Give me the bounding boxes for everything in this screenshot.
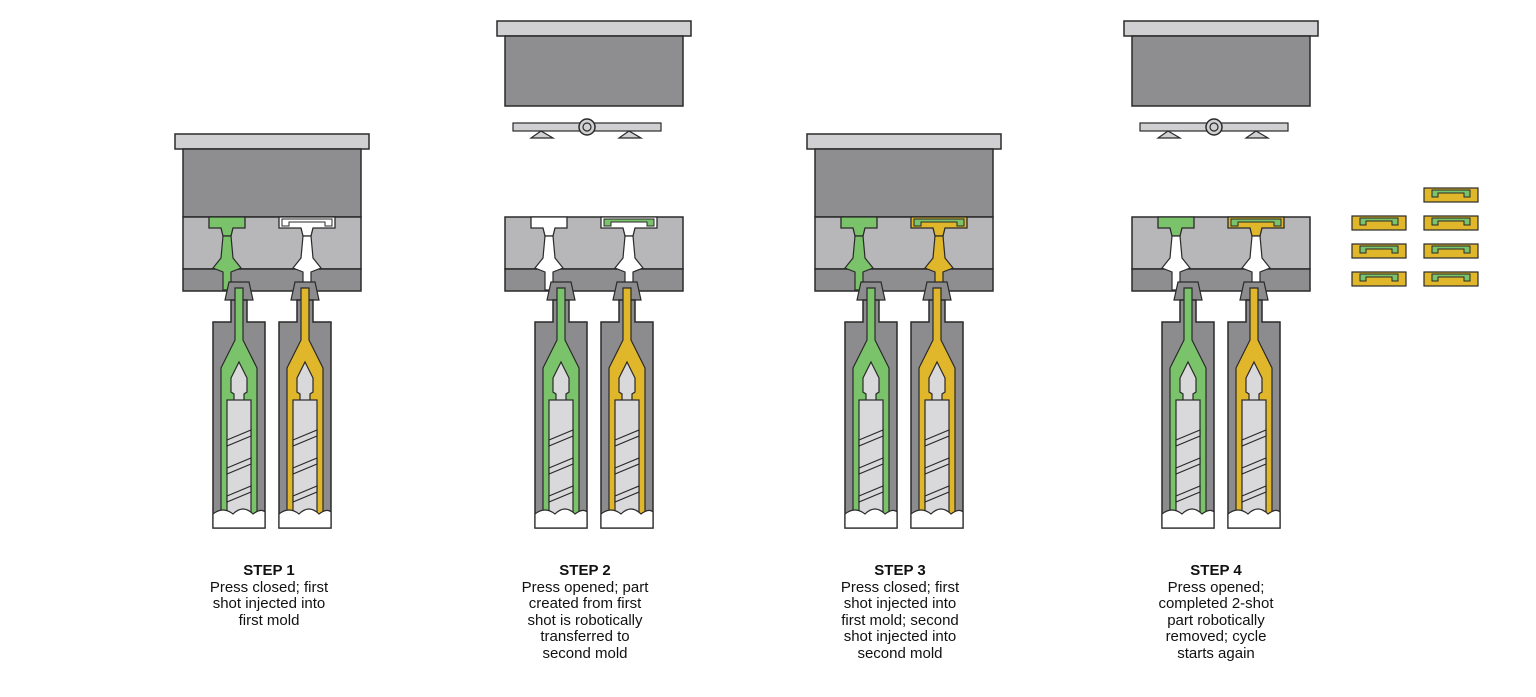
barrel-cutaway-edge: [910, 508, 964, 529]
robot-arm-pivot: [578, 118, 596, 136]
step-3-machine: [806, 133, 1002, 529]
screw-flight-1: [1175, 429, 1201, 447]
step-3-title: STEP 3: [874, 562, 926, 579]
screw-flight-2: [858, 457, 884, 475]
barrel-cutaway-edge: [534, 508, 588, 529]
upper-platen: [174, 133, 370, 150]
step-1-caption: STEP 1 Press closed; first shot injected…: [159, 562, 379, 629]
completed-part-3: [1423, 215, 1479, 231]
screw-flight-2: [226, 457, 252, 475]
screw-flight-2: [548, 457, 574, 475]
first-shot-injection-unit: [212, 281, 266, 529]
step-1-description: Press closed; first shot injected into f…: [209, 578, 329, 629]
robot-arm-pivot-inner: [1209, 122, 1219, 132]
barrel-cutaway-edge: [1161, 508, 1215, 529]
completed-part-5: [1423, 243, 1479, 259]
screw-flight-3: [292, 485, 318, 503]
second-cavity-insert: [913, 218, 965, 227]
step-2-title: STEP 2: [559, 562, 611, 579]
mold-base-plate: [504, 268, 684, 292]
mold-base-plate: [182, 268, 362, 292]
step-4-title: STEP 4: [1190, 562, 1242, 579]
screw-flight-3: [614, 485, 640, 503]
completed-parts-stack: [1351, 187, 1479, 287]
barrel-cutaway-edge: [600, 508, 654, 529]
robot-arm: [1139, 118, 1289, 139]
completed-part-7: [1423, 271, 1479, 287]
step-1-machine: [174, 133, 370, 529]
screw-flight-2: [1241, 457, 1267, 475]
mold-base-plate: [1131, 268, 1311, 292]
barrel-cutaway-edge: [844, 508, 898, 529]
screw-flight-3: [226, 485, 252, 503]
screw-flight-1: [924, 429, 950, 447]
robot-arm-pivot-inner: [582, 122, 592, 132]
screw-flight-2: [614, 457, 640, 475]
first-shot-injection-unit: [534, 281, 588, 529]
step-4-caption: STEP 4 Press opened; completed 2-shot pa…: [1106, 562, 1326, 662]
robot-gripper-left: [529, 130, 556, 139]
second-shot-injection-unit: [1227, 281, 1281, 529]
screw-flight-2: [292, 457, 318, 475]
screw-flight-3: [924, 485, 950, 503]
step-4-description: Press opened; completed 2-shot part robo…: [1158, 578, 1274, 662]
screw-flight-2: [1175, 457, 1201, 475]
screw-flight-1: [858, 429, 884, 447]
part-inner-shot: [1431, 245, 1471, 254]
mold-base-plate: [814, 268, 994, 292]
step-4-machine: [1123, 20, 1319, 529]
first-shot-injection-unit: [1161, 281, 1215, 529]
step-3-description: Press closed; first shot injected into f…: [840, 578, 960, 662]
second-cavity-insert: [1230, 218, 1282, 227]
barrel-cutaway-edge: [278, 508, 332, 529]
completed-part-6: [1351, 271, 1407, 287]
completed-part-1: [1423, 187, 1479, 203]
second-cavity-insert: [281, 218, 333, 227]
robot-arm: [512, 118, 662, 139]
screw-flight-3: [1175, 485, 1201, 503]
screw-flight-1: [1241, 429, 1267, 447]
top-mold-half: [504, 35, 684, 107]
part-inner-shot: [1431, 217, 1471, 226]
second-shot-injection-unit: [600, 281, 654, 529]
step-3-caption: STEP 3 Press closed; first shot injected…: [790, 562, 1010, 662]
robot-arm-pivot: [1205, 118, 1223, 136]
screw-flight-2: [924, 457, 950, 475]
barrel-cutaway-edge: [212, 508, 266, 529]
upper-platen: [496, 20, 692, 37]
completed-part-4: [1351, 243, 1407, 259]
second-shot-injection-unit: [910, 281, 964, 529]
part-inner-shot: [1359, 217, 1399, 226]
step-2-caption: STEP 2 Press opened; part created from f…: [475, 562, 695, 662]
second-cavity-insert: [603, 218, 655, 227]
part-inner-shot: [1359, 273, 1399, 282]
second-shot-injection-unit: [278, 281, 332, 529]
screw-flight-3: [548, 485, 574, 503]
top-mold-half: [1131, 35, 1311, 107]
upper-platen: [806, 133, 1002, 150]
upper-platen: [1123, 20, 1319, 37]
screw-flight-1: [226, 429, 252, 447]
robot-gripper-right: [617, 130, 644, 139]
robot-gripper-left: [1156, 130, 1183, 139]
completed-part-2: [1351, 215, 1407, 231]
screw-flight-1: [614, 429, 640, 447]
top-mold-half: [182, 148, 362, 218]
barrel-cutaway-edge: [1227, 508, 1281, 529]
part-inner-shot: [1431, 189, 1471, 198]
screw-flight-3: [1241, 485, 1267, 503]
part-inner-shot: [1359, 245, 1399, 254]
step-1-title: STEP 1: [243, 562, 295, 579]
step-2-machine: [496, 20, 692, 529]
first-shot-injection-unit: [844, 281, 898, 529]
screw-flight-1: [292, 429, 318, 447]
part-inner-shot: [1431, 273, 1471, 282]
step-2-description: Press opened; part created from first sh…: [521, 578, 649, 662]
screw-flight-3: [858, 485, 884, 503]
robot-gripper-right: [1244, 130, 1271, 139]
screw-flight-1: [548, 429, 574, 447]
top-mold-half: [814, 148, 994, 218]
